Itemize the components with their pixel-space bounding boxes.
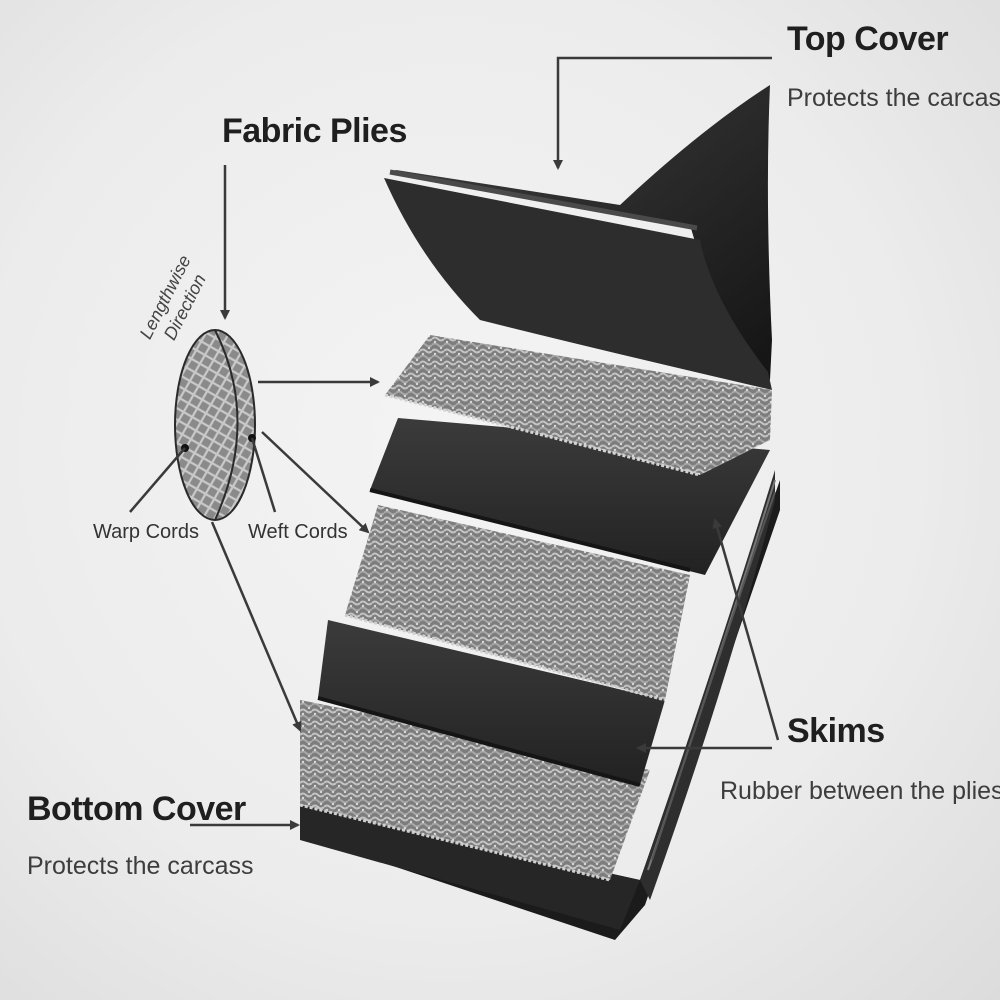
bottom-cover-title: Bottom Cover <box>27 790 246 828</box>
fabric-ply-top <box>385 335 772 475</box>
top-cover-title: Top Cover <box>787 20 949 58</box>
top-cover-layer <box>390 85 772 380</box>
weft-leader <box>250 437 277 513</box>
bottom-cover-description: Protects the carcass <box>27 852 254 880</box>
ply-arrow-bottom <box>210 521 302 732</box>
warp-cords-label: Warp Cords <box>93 521 199 543</box>
ply-arrow-middle <box>261 431 370 534</box>
fabric-ply-middle <box>345 505 690 700</box>
top-cover-face <box>384 178 772 390</box>
weft-cords-label: Weft Cords <box>248 521 348 543</box>
warp-leader <box>129 447 186 513</box>
fabric-ply-bottom <box>300 700 650 880</box>
top-cover-arrow <box>553 56 772 170</box>
bottom-cover-face <box>300 805 640 930</box>
fabric-plies-title: Fabric Plies <box>222 112 407 150</box>
skims-description: Rubber between the plies <box>720 777 1000 805</box>
skims-arrow-upper <box>712 518 780 741</box>
weave-detail-circle <box>174 329 256 521</box>
top-cover-description: Protects the carcass <box>787 84 1000 112</box>
skims-title: Skims <box>787 712 885 750</box>
skim-lower <box>318 620 665 785</box>
